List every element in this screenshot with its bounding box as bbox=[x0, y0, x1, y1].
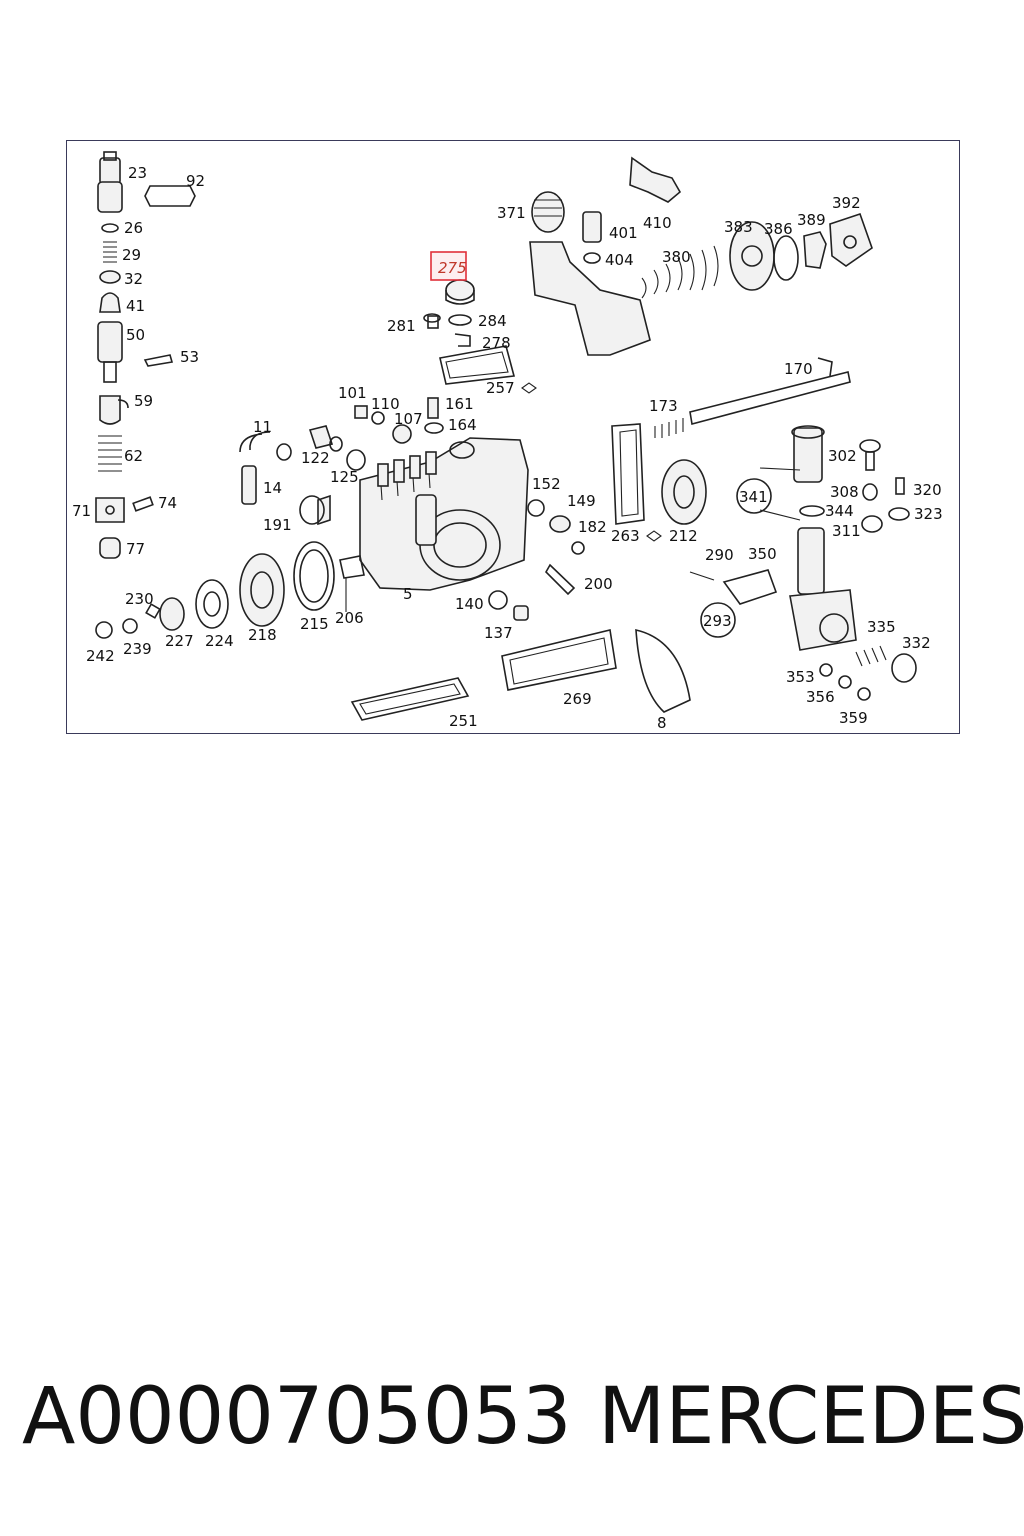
label-32: 32 bbox=[124, 270, 143, 288]
label-206: 206 bbox=[335, 609, 364, 627]
label-383: 383 bbox=[724, 218, 753, 236]
label-212: 212 bbox=[669, 527, 698, 545]
label-41: 41 bbox=[126, 297, 145, 315]
label-242: 242 bbox=[86, 647, 115, 665]
label-107: 107 bbox=[394, 410, 423, 428]
label-275-highlighted: 275 bbox=[438, 259, 467, 277]
label-239: 239 bbox=[123, 640, 152, 658]
label-29: 29 bbox=[122, 246, 141, 264]
label-371: 371 bbox=[497, 204, 526, 222]
label-404: 404 bbox=[605, 251, 634, 269]
label-173: 173 bbox=[649, 397, 678, 415]
label-320: 320 bbox=[913, 481, 942, 499]
label-14: 14 bbox=[263, 479, 282, 497]
label-191: 191 bbox=[263, 516, 292, 534]
bearing-seal-chain bbox=[95, 541, 335, 639]
label-62: 62 bbox=[124, 447, 143, 465]
label-11: 11 bbox=[253, 418, 272, 436]
label-101: 101 bbox=[338, 384, 367, 402]
label-227: 227 bbox=[165, 632, 194, 650]
label-8: 8 bbox=[657, 714, 667, 732]
label-293: 293 bbox=[703, 612, 732, 630]
label-200: 200 bbox=[584, 575, 613, 593]
label-380: 380 bbox=[662, 248, 691, 266]
label-5: 5 bbox=[403, 585, 413, 603]
symbol-257 bbox=[521, 382, 537, 394]
label-389: 389 bbox=[797, 211, 826, 229]
label-332: 332 bbox=[902, 634, 931, 652]
label-284: 284 bbox=[478, 312, 507, 330]
label-410: 410 bbox=[643, 214, 672, 232]
label-140: 140 bbox=[455, 595, 484, 613]
label-218: 218 bbox=[248, 626, 277, 644]
part-labels: 23 92 26 29 32 41 50 53 59 62 71 74 77 3… bbox=[72, 164, 943, 732]
label-278: 278 bbox=[482, 334, 511, 352]
label-122: 122 bbox=[301, 449, 330, 467]
footer: A0000705053 MERCEDES bbox=[0, 1372, 1024, 1472]
label-170: 170 bbox=[784, 360, 813, 378]
label-344: 344 bbox=[825, 502, 854, 520]
label-359: 359 bbox=[839, 709, 868, 727]
label-350: 350 bbox=[748, 545, 777, 563]
label-311: 311 bbox=[832, 522, 861, 540]
label-392: 392 bbox=[832, 194, 861, 212]
label-161: 161 bbox=[445, 395, 474, 413]
label-269: 269 bbox=[563, 690, 592, 708]
brand-name: MERCEDES bbox=[598, 1372, 1024, 1462]
label-215: 215 bbox=[300, 615, 329, 633]
label-323: 323 bbox=[914, 505, 943, 523]
part-number: A0000705053 bbox=[22, 1372, 572, 1462]
label-356: 356 bbox=[806, 688, 835, 706]
label-59: 59 bbox=[134, 392, 153, 410]
label-74: 74 bbox=[158, 494, 177, 512]
highlighted-part-group bbox=[423, 279, 516, 385]
label-152: 152 bbox=[532, 475, 561, 493]
pump-body bbox=[299, 437, 529, 612]
label-149: 149 bbox=[567, 492, 596, 510]
label-110: 110 bbox=[371, 395, 400, 413]
label-50: 50 bbox=[126, 326, 145, 344]
label-386: 386 bbox=[764, 220, 793, 238]
label-77: 77 bbox=[126, 540, 145, 558]
label-137: 137 bbox=[484, 624, 513, 642]
label-230: 230 bbox=[125, 590, 154, 608]
highlight-box-275 bbox=[430, 251, 467, 281]
label-257: 257 bbox=[486, 379, 515, 397]
label-224: 224 bbox=[205, 632, 234, 650]
callout-circle-293 bbox=[700, 602, 736, 638]
injector-column-parts bbox=[95, 151, 196, 559]
middle-right-parts bbox=[350, 423, 778, 721]
callout-circle-341 bbox=[736, 478, 772, 514]
hand-pump-assembly bbox=[759, 425, 917, 701]
label-290: 290 bbox=[705, 546, 734, 564]
label-353: 353 bbox=[786, 668, 815, 686]
label-302: 302 bbox=[828, 447, 857, 465]
upper-parts bbox=[529, 156, 873, 356]
label-401: 401 bbox=[609, 224, 638, 242]
symbol-263 bbox=[646, 530, 662, 542]
diagram-frame bbox=[66, 140, 960, 734]
label-341: 341 bbox=[739, 488, 768, 506]
label-92: 92 bbox=[186, 172, 205, 190]
label-335: 335 bbox=[867, 618, 896, 636]
label-164: 164 bbox=[448, 416, 477, 434]
label-251: 251 bbox=[449, 712, 478, 730]
rack-and-spring bbox=[654, 357, 851, 438]
label-26: 26 bbox=[124, 219, 143, 237]
label-308: 308 bbox=[830, 483, 859, 501]
label-23: 23 bbox=[128, 164, 147, 182]
label-53: 53 bbox=[180, 348, 199, 366]
label-281: 281 bbox=[387, 317, 416, 335]
fittings-mid-left bbox=[239, 397, 444, 505]
label-263: 263 bbox=[611, 527, 640, 545]
label-125: 125 bbox=[330, 468, 359, 486]
label-182: 182 bbox=[578, 518, 607, 536]
label-71: 71 bbox=[72, 502, 91, 520]
